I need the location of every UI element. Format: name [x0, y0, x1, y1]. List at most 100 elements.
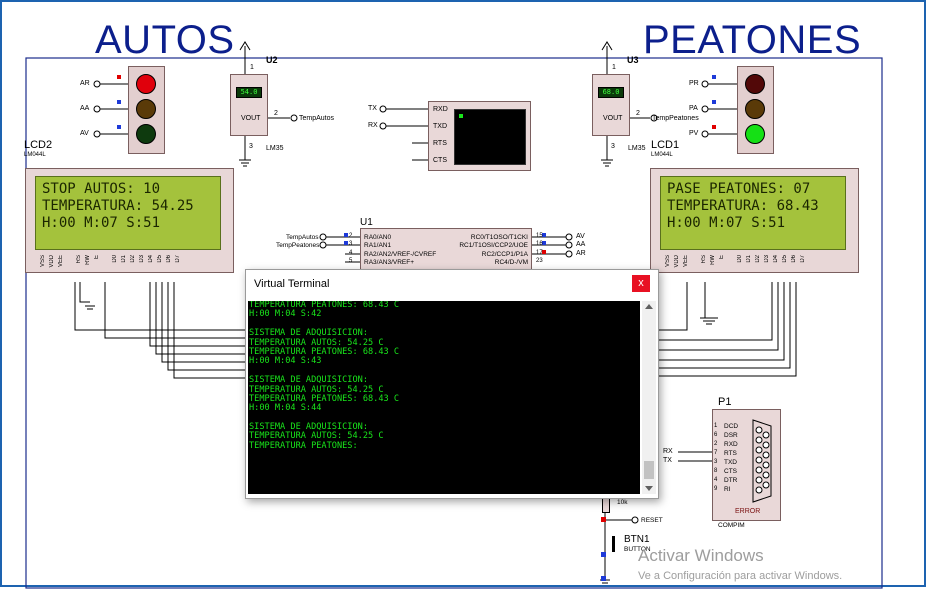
lcd-pin-label: D7: [800, 255, 806, 263]
title-peatones: PEATONES: [643, 18, 862, 62]
p1-pin-num: 3: [714, 459, 718, 465]
p1-pin-num: 4: [714, 477, 718, 483]
u1-pin-num: 3: [349, 241, 353, 247]
net-label-u1-temppeatones: TempPeatones: [276, 242, 320, 249]
u1-right-pin: RC1/T1OSI/CCP2/UOE: [459, 242, 528, 249]
net-label-tempautos: TempAutos: [299, 115, 335, 122]
scroll-up-icon[interactable]: [645, 304, 653, 309]
lcd-pin-label: VDD: [674, 255, 680, 268]
terminal-scrollbar[interactable]: [642, 301, 656, 494]
p1-pin-label: RXD: [724, 441, 738, 448]
lcd-pin-label: VSS: [40, 255, 46, 268]
p1-model: COMPIM: [718, 522, 745, 529]
vt-mini-screen: [454, 109, 526, 165]
u3-readout: 68.0: [598, 87, 624, 98]
net-label-rx: RX: [368, 122, 378, 129]
terminal-line: H:00 M:04 S:44: [249, 403, 322, 414]
vt-pin-rts: RTS: [433, 140, 447, 147]
sensor-u3[interactable]: 68.0 VOUT: [592, 74, 630, 136]
net-label-temppeatones: TempPeatones: [652, 115, 699, 122]
amber-light-icon: [136, 99, 156, 119]
u3-pin-bottom: 3: [611, 143, 615, 150]
terminal-line: TEMPERATURA AUTOS: 54.25 C: [249, 337, 384, 348]
p1-pin-num: 7: [714, 450, 718, 456]
close-icon[interactable]: x: [632, 275, 650, 292]
u2-readout: 54.0: [236, 87, 262, 98]
p1-error-label: ERROR: [735, 508, 761, 515]
activation-watermark-title: Activar Windows: [638, 546, 764, 565]
sensor-u2[interactable]: 54.0 VOUT: [230, 74, 268, 136]
terminal-line: TEMPERATURA AUTOS: 54.25 C: [249, 384, 384, 395]
lcd-pin-label: D5: [157, 255, 163, 263]
u1-left-pin: RA3/AN3/VREF+: [364, 259, 415, 266]
u1-left-pin: RA0/AN0: [364, 234, 392, 241]
lcd-pin-label: RW: [710, 255, 716, 265]
u1-pin-num: 5: [349, 258, 353, 264]
lcd-peatones-pin-row: VSS VDD VEE RS RW E D0 D1 D2 D3 D4 D5 D6…: [665, 255, 835, 269]
virtual-terminal-window[interactable]: Virtual Terminal x TEMPERATURA PEATONES:…: [245, 269, 659, 499]
terminal-titlebar[interactable]: Virtual Terminal x: [246, 270, 658, 299]
lcd1-model: LM044L: [651, 152, 673, 158]
lcd-pin-label: D1: [121, 255, 127, 263]
terminal-line: TEMPERATURA PEATONES: 68.43 C: [249, 346, 400, 357]
lcd2-model: LM044L: [24, 152, 46, 158]
lcd-autos-line-2: TEMPERATURA: 54.25: [42, 198, 194, 214]
traffic-light-peatones[interactable]: [737, 66, 774, 154]
net-label-pr: PR: [689, 80, 699, 87]
lcd-pin-label: D2: [755, 255, 761, 263]
lcd-peatones-line-1: PASE PEATONES: 07: [667, 181, 811, 197]
btn1-model: BUTTON: [624, 546, 651, 553]
terminal-line: TEMPERATURA PEATONES:: [249, 440, 358, 451]
lcd-autos-line-1: STOP AUTOS: 10: [42, 181, 161, 197]
lcd-pin-label: VEE: [58, 255, 64, 268]
lcd-pin-label: RW: [85, 255, 91, 265]
lcd-pin-label: E: [94, 255, 100, 260]
scroll-down-icon[interactable]: [645, 486, 653, 491]
green-light-icon: [136, 124, 156, 144]
u3-ref: U3: [627, 55, 639, 65]
vt-pin-rxd: RXD: [433, 106, 448, 113]
lcd-peatones-line-3: H:00 M:07 S:51: [667, 215, 786, 231]
traffic-light-autos[interactable]: [128, 66, 165, 154]
activation-watermark-subtitle: Ve a Configuración para activar Windows.: [638, 570, 843, 582]
lcd-pin-label: VEE: [683, 255, 689, 268]
lcd-autos-line-3: H:00 M:07 S:51: [42, 215, 161, 231]
u1-pin-num: 2: [349, 233, 353, 239]
u1-ref: U1: [360, 217, 373, 228]
virtual-terminal-component[interactable]: RXD TXD RTS CTS: [428, 101, 531, 171]
u3-pin-top: 1: [612, 64, 616, 71]
net-label-ar: AR: [80, 80, 90, 87]
microcontroller-u1[interactable]: RA0/AN0 RA1/AN1 RA2/AN2/VREF-/CVREF RA3/…: [360, 228, 532, 272]
p1-pin-num: 6: [714, 432, 718, 438]
net-label-p1-rx: RX: [663, 448, 673, 455]
terminal-line: H:00 M:04 S:42: [249, 309, 322, 320]
vt-pin-cts: CTS: [433, 157, 447, 164]
u2-model: LM35: [266, 145, 284, 152]
scroll-thumb[interactable]: [644, 461, 654, 479]
lcd-pin-label: D5: [782, 255, 788, 263]
lcd-pin-label: RS: [76, 255, 82, 264]
p1-pin-label: DCD: [724, 423, 739, 430]
serial-port-p1[interactable]: 1 6 2 7 3 8 4 9 DCD DSR RXD RTS TXD CTS …: [712, 409, 781, 521]
lcd-pin-label: D2: [130, 255, 136, 263]
terminal-line: SISTEMA DE ADQUISICION:: [249, 375, 368, 386]
terminal-line: TEMPERATURA PEATONES: 68.43 C: [249, 393, 400, 404]
resistor-value: 10k: [617, 499, 628, 506]
u1-pin-num: 23: [536, 258, 543, 264]
p1-pin-label: TXD: [724, 459, 737, 466]
net-label-av: AV: [80, 130, 89, 137]
p1-pin-label: RI: [724, 486, 731, 493]
terminal-line: SISTEMA DE ADQUISICION:: [249, 328, 368, 339]
push-button-icon[interactable]: [612, 536, 615, 552]
u1-left-pin: RA2/AN2/VREF-/CVREF: [364, 251, 437, 258]
lcd-pin-label: RS: [701, 255, 707, 264]
lcd-pin-label: VDD: [49, 255, 55, 268]
amber-light-icon: [745, 99, 765, 119]
